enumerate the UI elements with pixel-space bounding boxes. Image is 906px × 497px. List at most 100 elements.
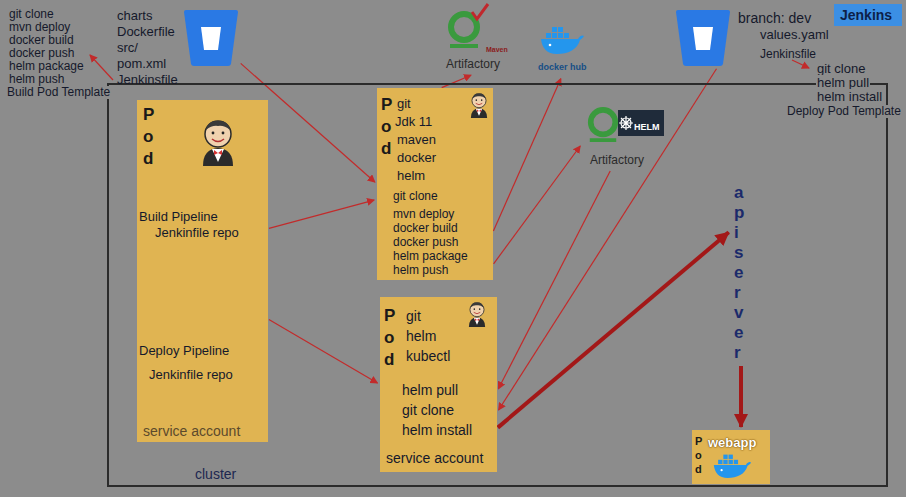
node-text: git clone bbox=[393, 190, 438, 203]
note-label: helm package bbox=[8, 60, 85, 73]
node-text: Artifactory bbox=[446, 57, 500, 71]
node-text: mvn deploy bbox=[393, 208, 454, 221]
leader-line bbox=[90, 55, 113, 80]
text-slot: cluster bbox=[195, 465, 236, 483]
node-text: Build Pipeline bbox=[139, 209, 218, 224]
node-text: Jenkinsfile bbox=[760, 48, 816, 61]
flow-arrow bbox=[269, 200, 374, 228]
text-slot: kubectl bbox=[406, 347, 450, 365]
node-text: helm bbox=[397, 168, 425, 183]
note-label: git clone bbox=[816, 61, 866, 76]
node-text: Artifactory bbox=[590, 153, 644, 167]
text-slot: git bbox=[406, 307, 421, 325]
node-text: helm push bbox=[393, 264, 448, 277]
text-slot: Pod bbox=[695, 434, 696, 476]
text-slot: Dockerfile bbox=[117, 22, 175, 40]
node-text: helm package bbox=[393, 250, 468, 263]
text-slot: docker hub bbox=[538, 56, 587, 74]
text-slot: docker push bbox=[393, 232, 458, 250]
node-text: branch: dev bbox=[738, 10, 811, 26]
text-slot: Jenkinfile repo bbox=[149, 365, 233, 383]
node-text: docker bbox=[397, 150, 436, 165]
node-text: Jenkinfile repo bbox=[155, 225, 239, 240]
vertical-text: Pod bbox=[695, 434, 696, 476]
text-slot: src/ bbox=[117, 38, 138, 56]
node-text: service account bbox=[143, 423, 240, 439]
text-slot: Pod bbox=[384, 305, 385, 371]
text-slot: git clone bbox=[8, 4, 55, 22]
text-slot: git clone bbox=[393, 186, 438, 204]
text-slot: git bbox=[397, 94, 411, 112]
text-slot: helm package bbox=[393, 246, 468, 264]
node-text: src/ bbox=[117, 40, 138, 55]
node-text: Jdk 11 bbox=[395, 114, 432, 129]
node-text: Maven bbox=[486, 46, 508, 54]
node-text: kubectl bbox=[406, 348, 450, 364]
api-server: apiserver bbox=[731, 183, 751, 365]
maven-check bbox=[472, 4, 488, 19]
text-slot: Maven bbox=[486, 38, 508, 56]
text-slot: helm push bbox=[8, 69, 65, 87]
node-text: docker hub bbox=[538, 62, 587, 73]
note-label: helm push bbox=[8, 73, 65, 86]
text-slot: docker bbox=[397, 148, 436, 166]
text-slot: branch: dev bbox=[738, 9, 811, 27]
node-text: service account bbox=[386, 450, 483, 466]
node-text: git clone bbox=[402, 402, 454, 418]
note-label: Build Pod Template bbox=[6, 86, 111, 99]
note-label: docker build bbox=[8, 34, 75, 47]
node-text: git bbox=[397, 96, 411, 111]
jenkins-badge: Jenkins bbox=[834, 4, 902, 26]
artifactory-logo bbox=[590, 110, 616, 142]
text-slot: docker build bbox=[393, 218, 458, 236]
text-slot: Artifactory bbox=[446, 54, 500, 72]
node-text: docker push bbox=[393, 236, 458, 249]
text-slot: Pod bbox=[381, 94, 382, 160]
flow-arrow bbox=[493, 79, 560, 231]
node-text: git bbox=[406, 308, 421, 324]
text-slot: helm install bbox=[816, 87, 883, 105]
bitbucket-icon bbox=[676, 10, 730, 66]
text-slot: helm pull bbox=[402, 381, 458, 399]
flow-arrow bbox=[498, 171, 610, 389]
note-label: docker push bbox=[8, 47, 75, 60]
text-slot: helm push bbox=[393, 260, 448, 278]
node-text: Dockerfile bbox=[117, 24, 175, 39]
helm-badge bbox=[618, 110, 664, 136]
node-text: Jenkins bbox=[840, 7, 892, 23]
node-text: webapp bbox=[708, 435, 756, 450]
text-slot: service account bbox=[386, 449, 483, 467]
flow-arrow bbox=[499, 69, 717, 410]
note-label: helm install bbox=[816, 89, 883, 104]
bitbucket-icon bbox=[184, 10, 238, 66]
vertical-text: Pod bbox=[384, 305, 385, 371]
text-slot: service account bbox=[143, 422, 240, 440]
flow-arrow bbox=[494, 146, 581, 264]
text-slot: Deploy Pod Template bbox=[786, 101, 902, 119]
text-slot: Pod bbox=[143, 104, 144, 170]
text-slot: Jenkinsfile bbox=[760, 44, 816, 62]
leader-line bbox=[792, 60, 809, 68]
text-slot: pom.xml bbox=[117, 54, 166, 72]
text-slot: docker push bbox=[8, 43, 75, 61]
node-text: Deploy Pipeline bbox=[139, 343, 229, 358]
text-slot: Jenkinsfile bbox=[117, 70, 178, 88]
node-text: pom.xml bbox=[117, 56, 166, 71]
text-slot: apiserver bbox=[734, 183, 735, 363]
flow-arrow bbox=[498, 232, 729, 427]
text-slot: Jenkins bbox=[840, 6, 892, 24]
flow-arrow bbox=[442, 75, 471, 87]
text-slot: Deploy Pipeline bbox=[139, 341, 229, 359]
text-slot: Jdk 11 bbox=[395, 112, 432, 130]
text-slot: charts bbox=[117, 6, 152, 24]
flow-arrow bbox=[739, 366, 743, 427]
text-slot: Jenkinfile repo bbox=[155, 223, 239, 241]
note-label: helm pull bbox=[816, 75, 870, 90]
text-slot: git clone bbox=[402, 401, 454, 419]
node-text: cluster bbox=[195, 466, 236, 482]
text-slot: docker build bbox=[8, 30, 75, 48]
text-slot: maven bbox=[397, 130, 436, 148]
text-slot: helm bbox=[406, 327, 436, 345]
node-text: values.yaml bbox=[760, 27, 829, 42]
